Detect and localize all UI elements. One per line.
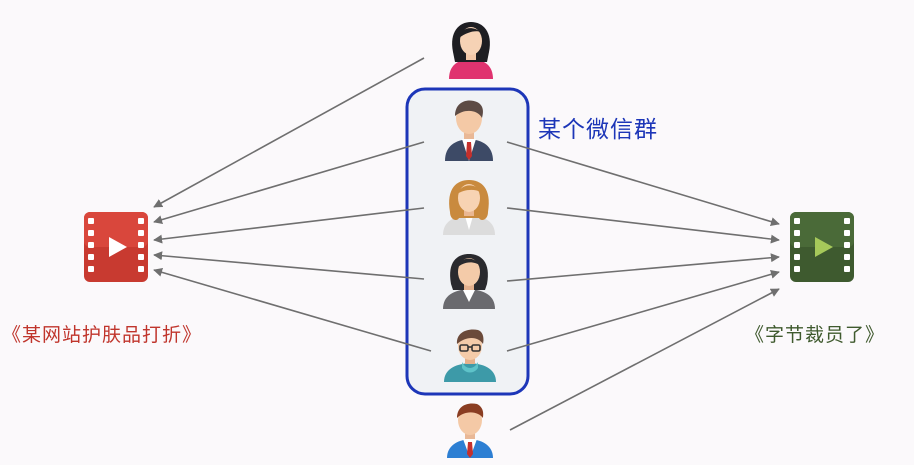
man-glasses-avatar-icon <box>444 329 496 382</box>
left-video-icon <box>84 212 148 282</box>
arrow-bottom-person-to-right-video <box>509 288 780 431</box>
arrows-to-left-video <box>153 57 432 352</box>
man-avatar-icon <box>447 403 493 458</box>
arrow-member-3-to-left-video <box>153 251 425 280</box>
arrow-member-3-to-right-video <box>506 253 780 282</box>
right-video-icon <box>790 212 854 282</box>
arrow-member-2-to-right-video <box>506 207 780 244</box>
woman-blonde-avatar-icon <box>443 180 495 235</box>
arrow-member-1-to-left-video <box>153 141 425 225</box>
right-video-title: 《字节裁员了》 <box>745 324 886 346</box>
arrows-to-right-video <box>506 141 780 431</box>
wechat-group-box <box>405 87 530 396</box>
woman-dark-avatar-icon <box>443 254 495 309</box>
arrow-member-2-to-left-video <box>153 207 425 244</box>
arrow-member-4-to-right-video <box>506 269 780 352</box>
left-video-title: 《某网站护肤品打折》 <box>2 324 203 346</box>
wechat-group-title: 某个微信群 <box>538 117 658 143</box>
man-suit-avatar-icon <box>445 100 493 161</box>
arrow-top-person-to-left-video <box>153 57 425 208</box>
arrow-member-4-to-left-video <box>153 267 432 352</box>
arrow-member-1-to-right-video <box>506 141 780 226</box>
woman-avatar-icon <box>449 22 493 79</box>
